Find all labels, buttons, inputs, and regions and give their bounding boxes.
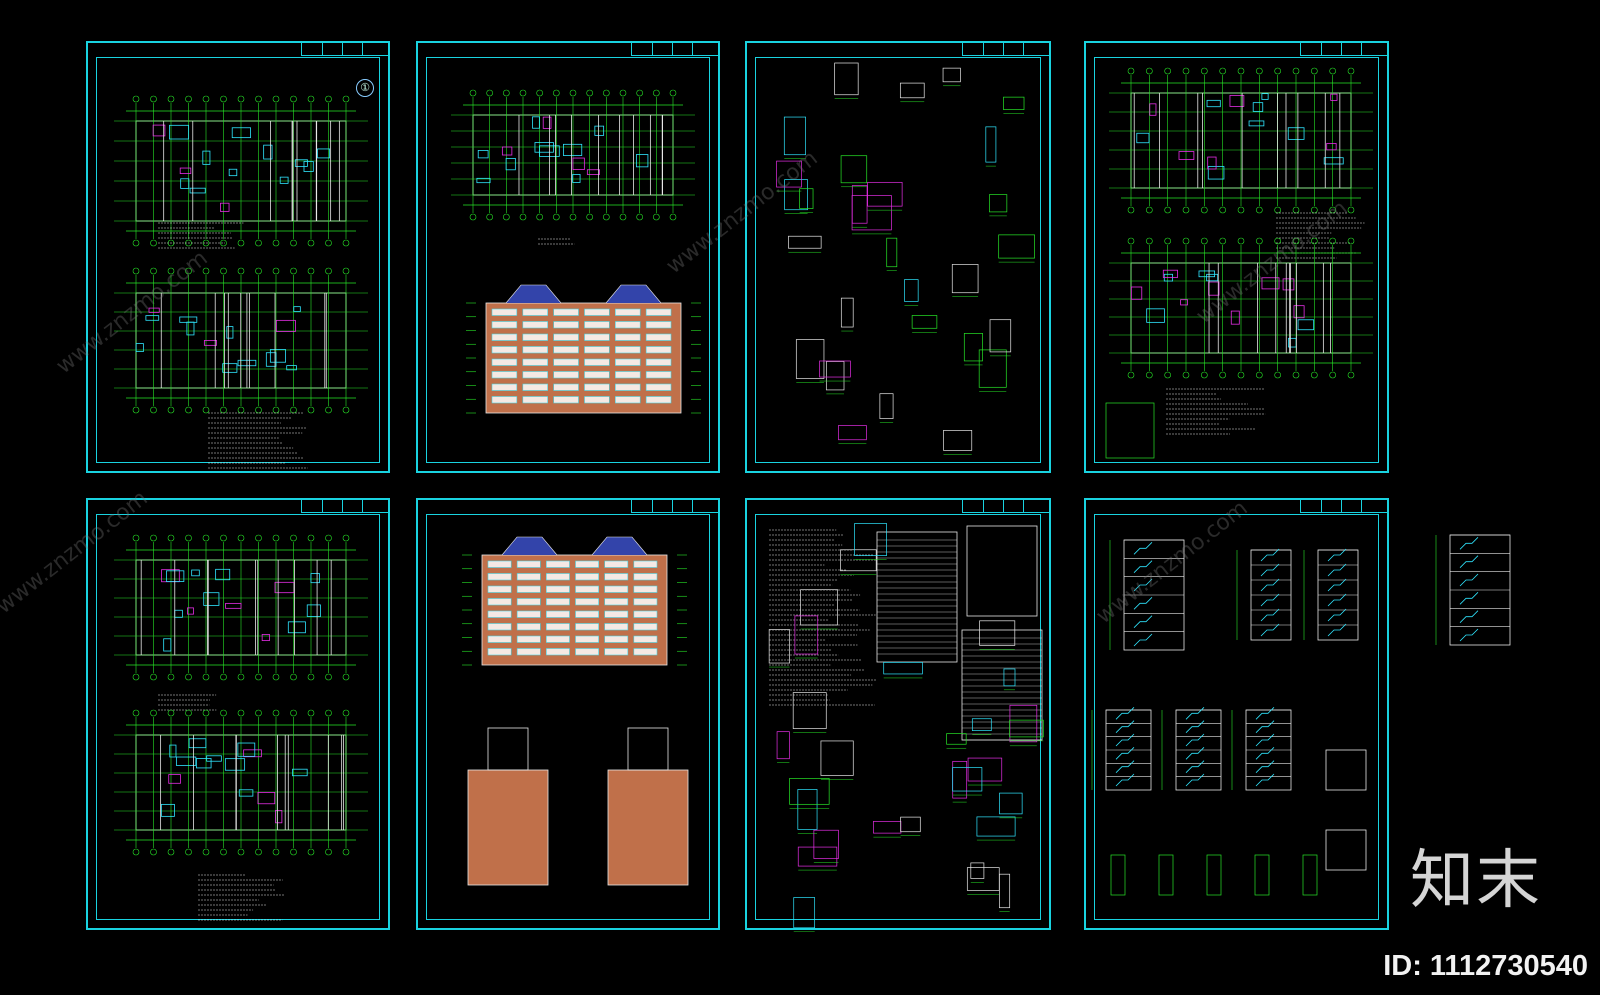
image-id-label: ID: 1112730540 — [1383, 950, 1588, 982]
sheet-drawing — [462, 536, 689, 886]
sheet-drawing — [114, 95, 368, 469]
sheet-drawing — [1091, 539, 1367, 896]
sheet-drawing — [114, 534, 368, 921]
sheet-plan-elevation — [416, 41, 720, 473]
sheet-drawing — [768, 523, 1044, 932]
plan-marker-circle: ① — [356, 79, 374, 97]
extra-section-drawing — [1435, 534, 1511, 646]
sheet-floor-plans-2 — [1084, 41, 1389, 473]
sheet-notes-schedule — [745, 498, 1051, 932]
sheet-drawing — [776, 62, 1035, 455]
sheet-sections-stairs — [1084, 498, 1389, 930]
sheet-floor-plans-1: ① — [86, 41, 390, 473]
sheet-details — [745, 41, 1051, 473]
sheet-floor-plans-3 — [86, 498, 390, 930]
sheet-elevations — [416, 498, 720, 930]
sheet-drawing — [451, 89, 701, 414]
brand-logo-watermark: 知末 — [1410, 844, 1542, 918]
sheet-drawing — [1105, 67, 1373, 459]
